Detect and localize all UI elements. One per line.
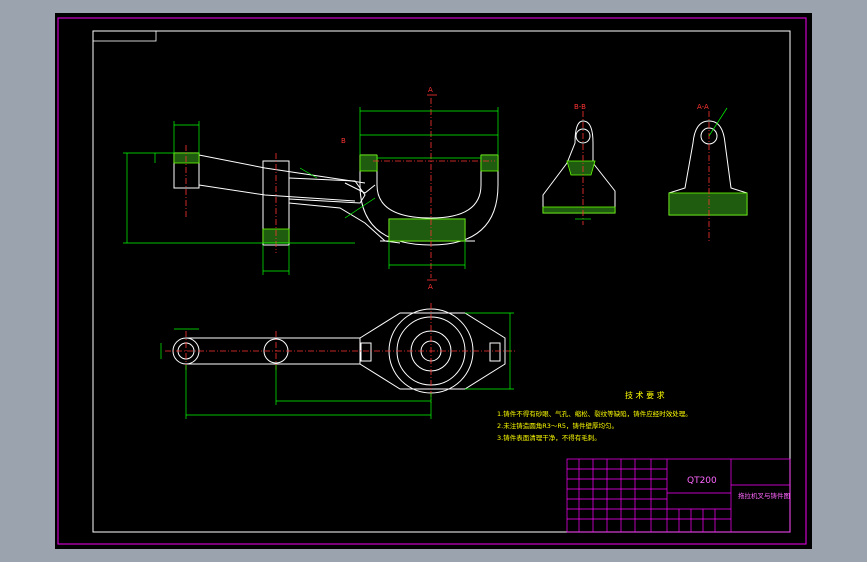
title-block	[566, 458, 791, 533]
view-a-top-label: A	[428, 86, 433, 94]
front-dimensions	[123, 107, 499, 275]
section-aa-base-hatch	[668, 192, 748, 216]
section-bb-hole	[575, 128, 591, 144]
section-a-markers: A A B	[341, 86, 437, 291]
outer-frame	[57, 17, 807, 545]
dim-rib-angle	[299, 167, 318, 179]
front-section-hatch	[173, 152, 499, 244]
arm-to-cup-edge	[288, 177, 366, 204]
tech-requirements-title: 技 术 要 求	[625, 390, 665, 400]
part-name: 拖拉机叉与铸件图	[738, 491, 790, 500]
section-aa-view: A-A	[668, 103, 748, 241]
lower-rib	[288, 202, 401, 244]
section-bb-outline	[542, 120, 616, 214]
view-b-label: B	[341, 137, 346, 145]
material-label: QT200	[687, 476, 717, 486]
section-bb-base-hatch	[542, 206, 616, 214]
section-aa-leader	[708, 107, 728, 137]
top-flange	[359, 312, 506, 390]
front-centerlines	[185, 98, 495, 278]
drawing-sheet: A A B B-B A-A	[55, 13, 812, 549]
cad-drawing: A A B B-B A-A	[57, 17, 807, 545]
tech-note-3: 3.铸件表面清理干净，不得有毛刺。	[497, 433, 601, 442]
top-dimensions	[160, 312, 514, 419]
tech-note-2: 2.未注铸造圆角R3～R5，铸件壁厚均匀。	[497, 421, 618, 430]
dim-rib-leader	[344, 197, 376, 219]
title-block-left-grid	[567, 459, 667, 532]
section-bb-web-hatch	[566, 160, 596, 176]
drawing-code-box	[92, 30, 157, 42]
view-a-bottom-label: A	[428, 283, 433, 291]
arm-lower-edge	[198, 184, 356, 202]
title-block-mid-grid	[678, 509, 716, 532]
right-lug	[489, 342, 501, 362]
section-aa-label: A-A	[697, 103, 709, 111]
upper-rib	[344, 182, 376, 194]
tech-note-1: 1.铸件不得有砂眼、气孔、缩松、裂纹等缺陷，铸件应经时效处理。	[497, 409, 692, 418]
section-bb-view: B-B	[542, 103, 616, 225]
cup-right-wall-hatch	[480, 154, 499, 172]
top-centerlines	[165, 303, 515, 403]
arm-upper-edge	[198, 154, 366, 184]
title-block-border	[566, 458, 791, 533]
left-lug	[360, 342, 372, 362]
inner-frame	[92, 30, 791, 533]
cup-inner	[376, 155, 482, 219]
left-boss-hatch	[173, 152, 200, 164]
cup-base-hatch	[388, 218, 466, 242]
cup-left-wall-hatch	[359, 154, 378, 172]
section-bb-label: B-B	[574, 103, 586, 111]
